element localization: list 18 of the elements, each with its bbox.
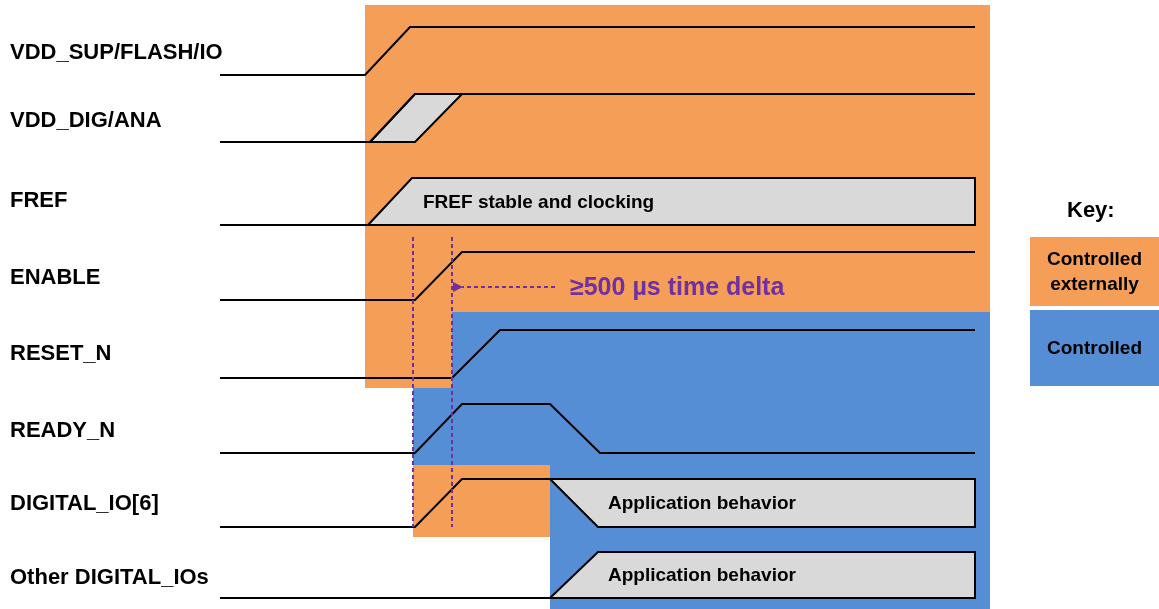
signal-state-band — [550, 479, 975, 527]
legend-swatch: Controlled — [1030, 310, 1159, 386]
signal-name: Other DIGITAL_IOs — [10, 564, 209, 590]
signal-name: VDD_SUP/FLASH/IO — [10, 39, 223, 65]
signal-state-band — [550, 552, 975, 598]
time-delta-label: ≥500 µs time delta — [570, 271, 785, 301]
band-label: FREF stable and clocking — [423, 190, 655, 213]
signal-name: RESET_N — [10, 340, 112, 366]
signal-name: DIGITAL_IO[6] — [10, 490, 159, 516]
key-heading: Key: — [1067, 197, 1115, 223]
signal-state-band — [368, 178, 975, 225]
signal-name: FREF — [10, 187, 68, 213]
legend-swatch: Controlled externally — [1030, 237, 1159, 306]
signal-name: VDD_DIG/ANA — [10, 107, 162, 133]
signal-name: READY_N — [10, 417, 116, 443]
signal-name: ENABLE — [10, 264, 101, 290]
band-label: Application behavior — [608, 492, 796, 514]
band-label: Application behavior — [608, 564, 796, 586]
